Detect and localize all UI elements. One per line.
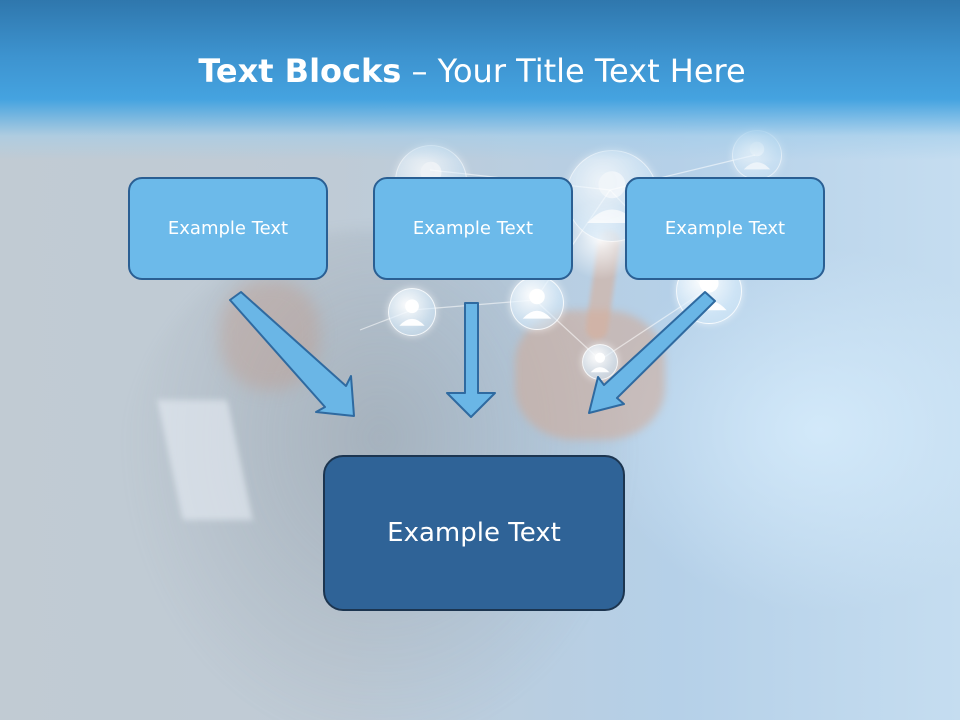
user-bubble-icon [388,288,436,336]
header-bar [0,0,960,160]
arrow-down-icon [446,302,496,418]
user-bubble-icon [510,276,564,330]
result-text-block: Example Text [323,455,625,611]
text-block-right: Example Text [625,177,825,280]
text-block-center: Example Text [373,177,573,280]
result-text-block-label: Example Text [387,518,561,548]
text-block-right-label: Example Text [664,218,786,239]
title-dash: – [401,52,438,90]
title-bold-part: Text Blocks [198,52,402,90]
text-block-left: Example Text [128,177,328,280]
text-block-center-label: Example Text [412,218,534,239]
user-bubble-icon [582,344,618,380]
title-plain-part: Your Title Text Here [437,52,746,90]
text-block-left-label: Example Text [167,218,289,239]
slide-title: Text Blocks – Your Title Text Here [0,52,944,90]
arrow-down-left-icon [588,291,716,414]
arrow-down-right-icon [229,291,355,417]
